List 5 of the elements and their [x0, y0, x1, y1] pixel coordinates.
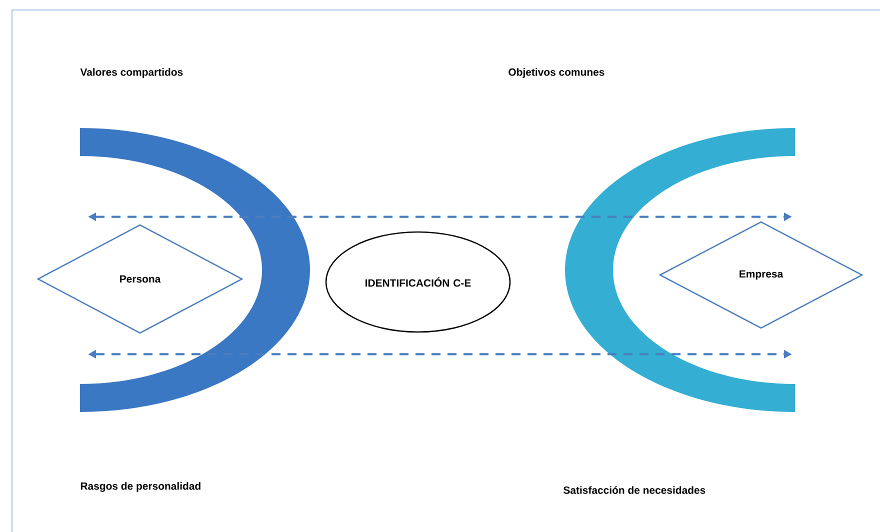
corner-label: Valores compartidos [80, 68, 183, 78]
ellipse-node: IDENTIFICACIÓN C-E [325, 231, 511, 333]
corner-label: Rasgos de personalidad [80, 482, 200, 492]
corner-label: Satisfacción de necesidades [564, 486, 706, 494]
corner-label: Objetivos comunes [508, 68, 604, 78]
